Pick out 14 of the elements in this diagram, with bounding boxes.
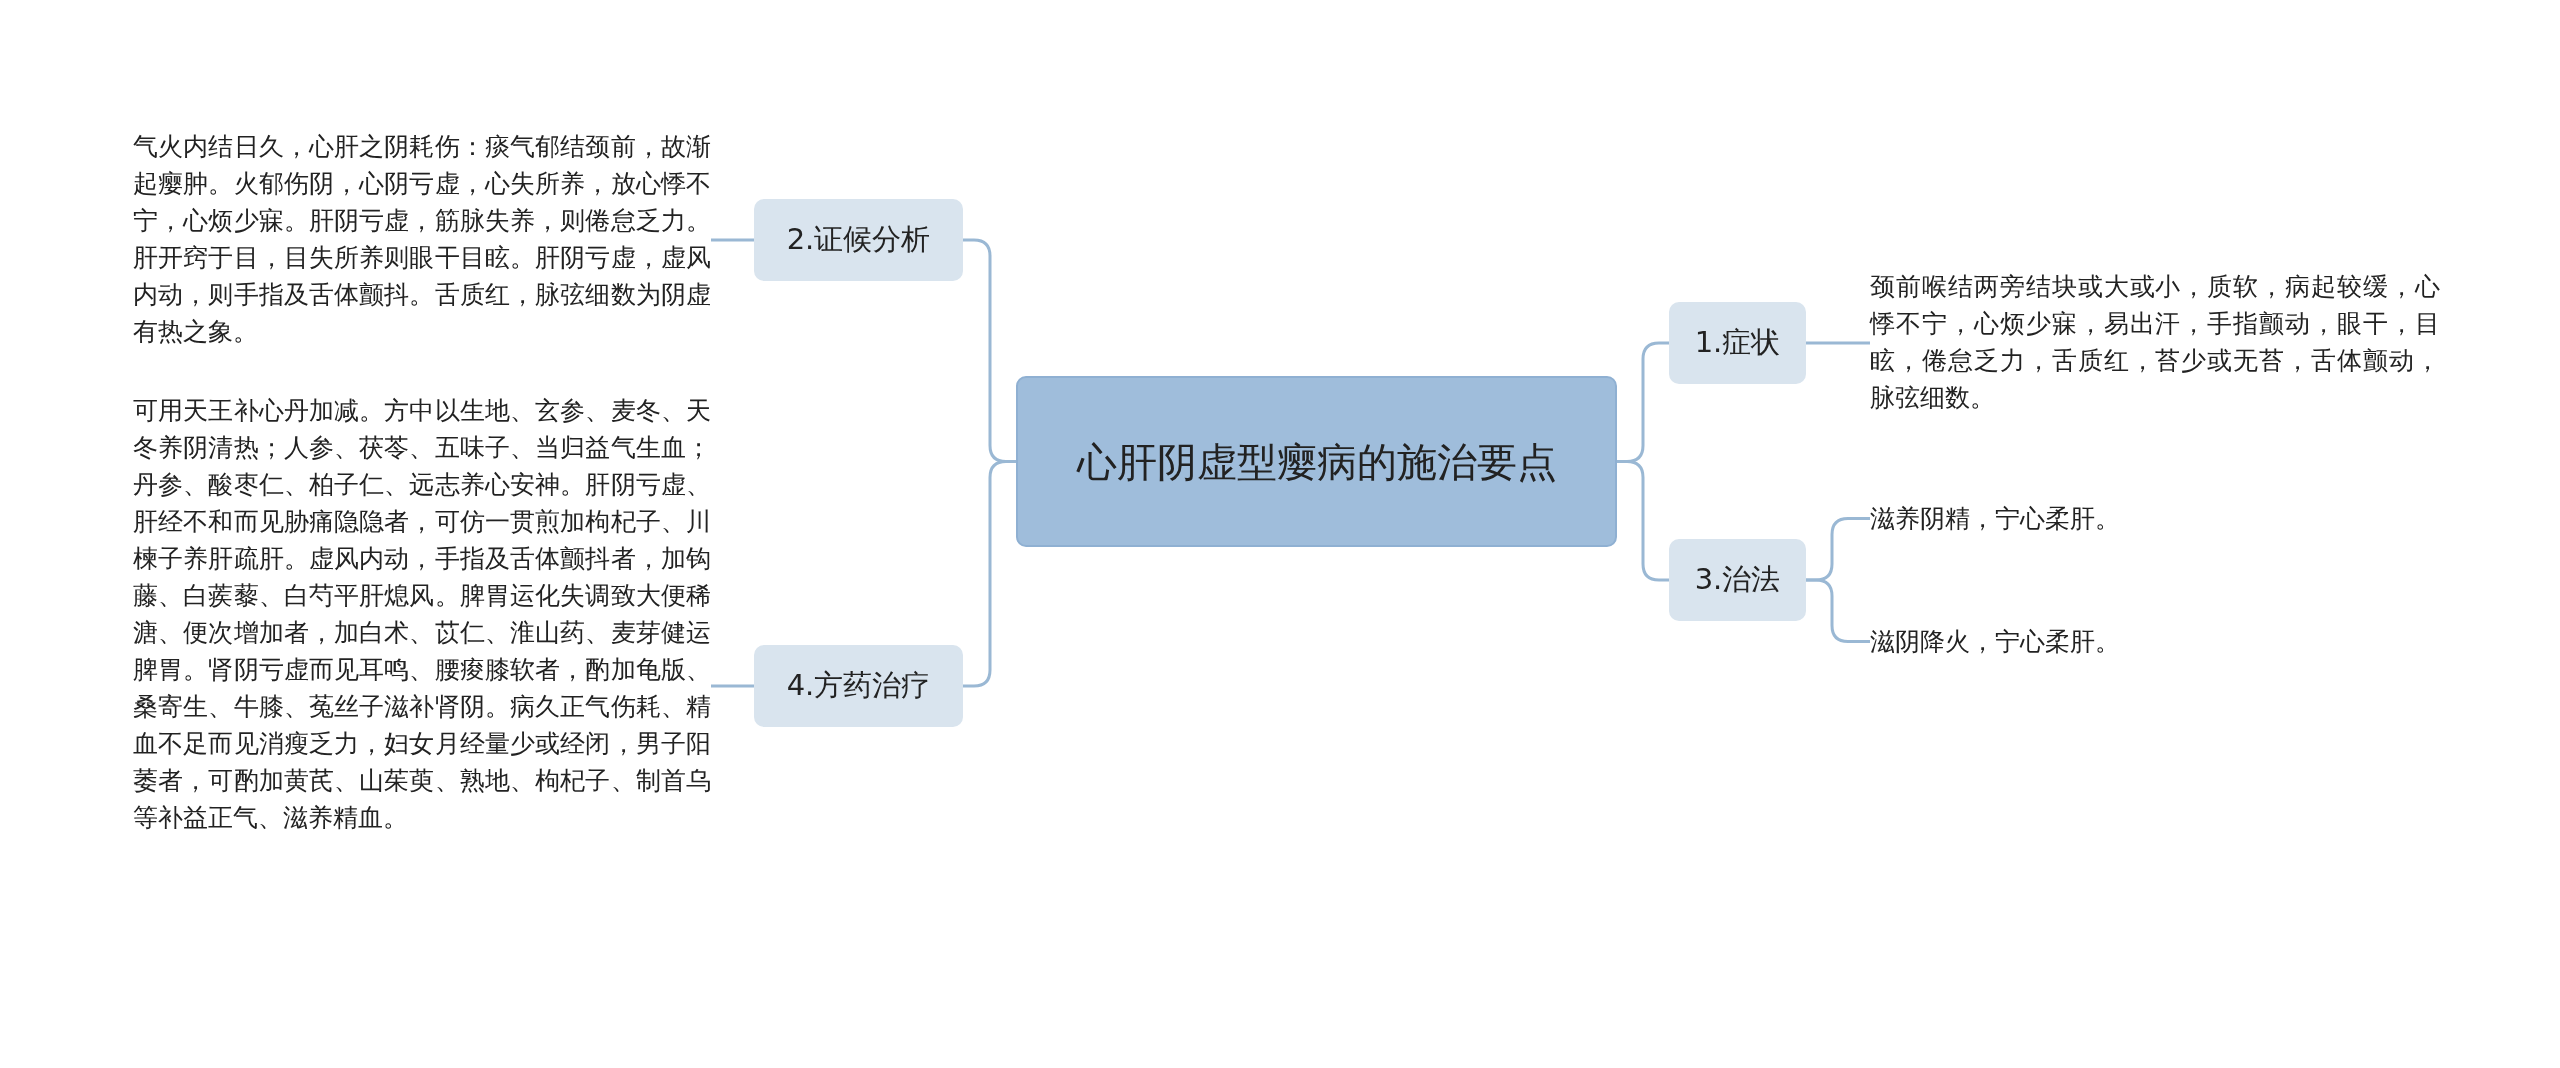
note-text: 气火内结日久，心肝之阴耗伤：痰气郁结颈前，故渐起瘿肿。火郁伤阴，心阴亏虚，心失所养，放心悸不宁，心烦少寐。肝阴亏虚，筋脉失养，则倦怠乏力。肝开窍于目，目失所养则眼干目眩。肝阴亏虚，虚风内动，则手指及舌体颤抖。舌质红，脉弦细数为阴虚有热之象。 — [133, 128, 711, 350]
topic-box: 1.症状 — [1669, 302, 1806, 384]
connector-line — [711, 238, 754, 242]
topic-box: 4.方药治疗 — [754, 645, 963, 727]
central-topic-box: 心肝阴虚型瘿病的施治要点 — [1016, 376, 1617, 547]
note-text: 滋阴降火，宁心柔肝。 — [1870, 623, 2270, 660]
connector-line — [1806, 341, 1870, 345]
connector-line — [711, 684, 754, 688]
note-text: 滋养阴精，宁心柔肝。 — [1870, 500, 2270, 537]
note-text: 可用天王补心丹加减。方中以生地、玄参、麦冬、天冬养阴清热；人参、茯苓、五味子、当归益气生血；丹参、酸枣仁、柏子仁、远志养心安神。肝阴亏虚、肝经不和而见胁痛隐隐者，可仿一贯煎加枸杞子、川楝子养肝疏肝。虚风内动，手指及舌体颤抖者，加钩藤、白蒺藜、白芍平肝熄风。脾胃运化失调致大便稀溏、便次增加者，加白术、苡仁、淮山药、麦芽健运脾胃。肾阴亏虚而见耳鸣、腰痠膝软者，酌加龟版、桑寄生、牛膝、菟丝子滋补肾阴。病久正气伤耗、精血不足而见消瘦乏力，妇女月经量少或经闭，男子阳萎者，可酌加黄芪、山茱萸、熟地、枸杞子、制首乌等补益正气、滋养精血。 — [133, 392, 711, 836]
topic-box: 2.证候分析 — [754, 199, 963, 281]
note-text: 颈前喉结两旁结块或大或小，质软，病起较缓，心悸不宁，心烦少寐，易出汗，手指颤动，眼干，目眩，倦怠乏力，舌质红，苔少或无苔，舌体颤动，脉弦细数。 — [1870, 268, 2440, 416]
connector-line — [1806, 578, 1870, 643]
topic-box: 3.治法 — [1669, 539, 1806, 621]
